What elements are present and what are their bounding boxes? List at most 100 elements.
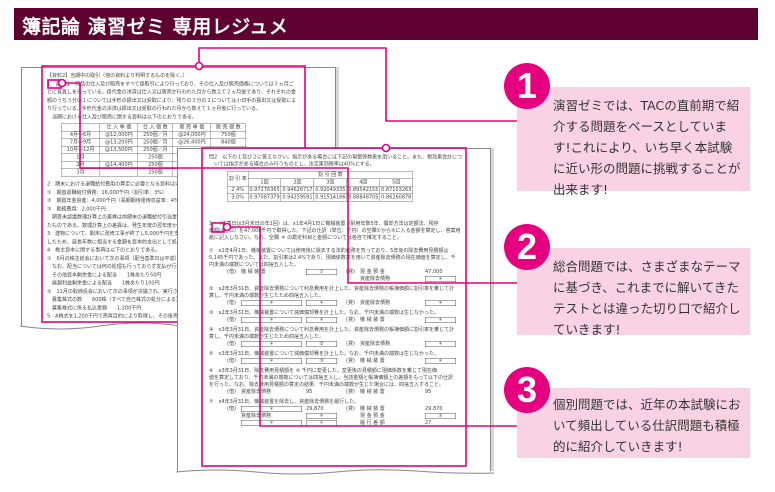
text-line: ⑥ x3年3月31日、除去費用見積額を ④ 千円に変更した。変更後の見積額に現価… (209, 368, 437, 374)
connector-line-2 (62, 82, 520, 284)
journal-cell: (貸) (346, 300, 355, 306)
journal-cell: ＊ (306, 317, 346, 324)
journal-cell: (借) (227, 358, 236, 364)
callout-text: 個別問題では、近年の本試験において頻出している仕訳問題も積極的に紹介していきます… (553, 397, 741, 454)
journal-cell: 資産除去債務 (241, 413, 271, 419)
text-line: を行った。なお、除去費用見積額の算定の結果、千円未満の端数が生じた場合には、四捨… (209, 382, 444, 388)
text-line: 5 A株式を1,200千円で売買目的により取得し、その後売却した。 (47, 313, 198, 320)
journal-cell: (借) (227, 341, 236, 347)
text-line: その他資本剰余金による配当 1株あたり50円 (47, 272, 162, 278)
journal-cell: 機 械 装 置 (360, 406, 385, 412)
journal-cell: 95 (306, 389, 313, 395)
journal-cell: 29,870 (306, 406, 324, 412)
journal-cell: 現 金 預 金 (360, 269, 385, 275)
journal-cell: 現 金 預 金 (360, 413, 385, 419)
answer-box: ＊ (425, 358, 456, 364)
text-line: ① 6月の株主総会において次の事項（配当基準日は平成）が決議された。 (47, 255, 215, 262)
answer-box: ⑤ (425, 413, 456, 419)
journal-cell: ＊ (425, 300, 465, 307)
journal-cell: (貸) (346, 389, 355, 395)
journal-cell: 資産除去債務 (360, 276, 390, 282)
journal-entry-row: 資産除去債務＊ (209, 276, 469, 283)
connector-dot (381, 143, 391, 153)
text-line: り行っている。手形代金の決済は振出又は受取の行われた月から数えて１ヵ月後に行って… (47, 106, 261, 112)
text-line: ③ 勤務費用：2,000千円 (47, 206, 106, 212)
number-badge: 3 (504, 367, 550, 413)
number-badge: 1 (504, 63, 550, 109)
journal-cell: 資産除去債務 (360, 341, 390, 347)
journal-cell: 履 行 差 額 (360, 420, 385, 426)
text-line: 値を算定しており、千円未満の端数については四捨五入し、当該金額と帳簿価額上の差額… (209, 375, 453, 381)
text-line: とに見直しを行っている。掛代金の決済は仕入又は販売が行われた月から数えて２ヵ月後… (47, 89, 296, 96)
table-cell: 0.91514166 (313, 193, 348, 202)
journal-cell: ＊ (306, 413, 346, 420)
answer-box: ＊ (425, 300, 456, 306)
journal-cell: ② (306, 341, 346, 348)
text-line: ③ x2年3月31日、機械装置について減価償却費を計上した。なお、千円未満の端数… (209, 310, 440, 316)
question-item: ① x1年4月1日、機械装置については使用後に除去する法的義務を負っており、5年… (209, 248, 469, 283)
torn-edge (176, 469, 495, 475)
text-line: ① x1年4月1日、機械装置については使用後に除去する法的義務を負っており、5年… (209, 248, 449, 254)
connector-dot (194, 61, 204, 71)
journal-cell: ＊ (425, 317, 465, 324)
connector-dot (57, 78, 67, 88)
journal-cell: 95 (425, 389, 432, 395)
text-line: 3 建物について、期末に改修工事が終了し5,000千円を支払った。 (47, 231, 200, 237)
question-item: ⑥ x3年3月31日、除去費用見積額を ④ 千円に変更した。変更後の見積額に現価… (209, 368, 469, 396)
text-line: ② x2年3月31日、資産除去債務について利息費用を計上した。資産除去債務の帳簿… (209, 286, 455, 292)
journal-cell: 資産除去債務 (241, 389, 271, 395)
front-page-content: 問2 以下の１及び２に答えなさい。指示がある場合には下記の現価係数表を用いること… (209, 154, 469, 430)
journal-cell: (貸) (346, 341, 355, 347)
answer-box: ＊ (241, 406, 302, 412)
callout-3: 3 個別問題では、近年の本試験において頻出している仕訳問題も積極的に紹介していき… (504, 367, 750, 458)
item-number: 1 (209, 221, 213, 227)
answer-box: ＊ (306, 300, 337, 306)
text-line: 1 当社は一商品の仕入及び販売をすべて掛取引により行っており、その仕入及び販売価… (47, 81, 294, 87)
text-line: 5,145千円であった。また、割引率は2.4%であり、現価係数表を用いて資産除去… (209, 255, 456, 261)
text-line: 額のうち３分の１については手形の振出又は受取により、残りの３分の２については小切… (47, 97, 297, 104)
journal-entry-row: (借)＊③(貸)機 械 装 置＊ (209, 358, 469, 365)
journal-entry-row: (借)＊＊(貸)機 械 装 置＊ (209, 317, 469, 324)
answer-box: ＊ (425, 341, 456, 347)
text-line: 【資料2】当期中の取引（他の資料より判明するものを除く。） (47, 73, 188, 79)
connector-dot (222, 222, 232, 232)
text-line: 4 株主資本に関する事項は以下のとおりである。 (47, 247, 161, 254)
text-line: ① 期首退職給付債務：16,000千円（割引率：3%） (47, 189, 167, 196)
highlight-item-marker (211, 222, 225, 233)
answer-box: ＊ (306, 317, 337, 323)
table-cell: 0.86260878 (379, 193, 413, 202)
question-item: ④ x3年3月31日、資産除去債務について利息費用を計上した。資産除去債務の帳簿… (209, 327, 469, 348)
journal-entry-row: 資産除去債務 ＊ 現 金 預 金 ⑤ (209, 413, 469, 420)
journal-cell: (借) (227, 300, 236, 306)
text-line: 算し、千円未満の端数が生じたため四捨五入した。 (209, 293, 324, 299)
journal-cell: (貸) (346, 406, 355, 412)
text-line: なお、配当については何の処理も行っておらず支払が行われた。 (47, 264, 196, 270)
journal-cell: 資産除去債務 (360, 300, 390, 306)
journal-cell: (借) (227, 406, 236, 412)
text-line: 募集株式の数 600株（すべて自己株式の処分による） (47, 297, 181, 303)
page-title: 簿記論 演習ゼミ 専用レジュメ (22, 16, 289, 38)
journal-cell: 機 械 装 置 (360, 389, 385, 395)
answer-box: ② (306, 341, 337, 347)
text-line: ④ x3年3月31日、資産除去債務について利息費用を計上した。資産除去債務の帳簿… (209, 327, 455, 333)
question-item: ⑦ x4年3月31日、機械装置を除去し、資産除去債務を履行した。(借)＊29,8… (209, 399, 469, 427)
number-badge: 2 (504, 224, 550, 270)
journal-cell: (借) (227, 269, 236, 275)
journal-cell: 機 械 装 置 (241, 269, 266, 275)
journal-cell: (借) (227, 317, 236, 323)
answer-box: ＊ (241, 317, 302, 323)
text-line: ② 11月の取締役会において次の事項が決議され、実行された。 (47, 288, 193, 295)
callout-1: 1 演習ゼミでは、TACの直前期で紹介する問題をベースとしています!これにより、… (504, 63, 750, 197)
connector-line-1 (198, 47, 520, 122)
table-cell (99, 168, 139, 177)
answer-box: ＊ (241, 300, 302, 306)
front-document-page: 問2 以下の１及び２に答えなさい。指示がある場合には下記の現価係数表を用いること… (176, 148, 495, 475)
text-line: 当期における仕入及び販売に関する資料は以下のとおりである。 (47, 114, 197, 120)
journal-cell: (貸) (346, 358, 355, 364)
text-line: 問2 以下の１及び２に答えなさい。指示がある場合には下記の現価係数表を用いること… (209, 154, 463, 161)
journal-cell: ＊ (241, 358, 306, 365)
